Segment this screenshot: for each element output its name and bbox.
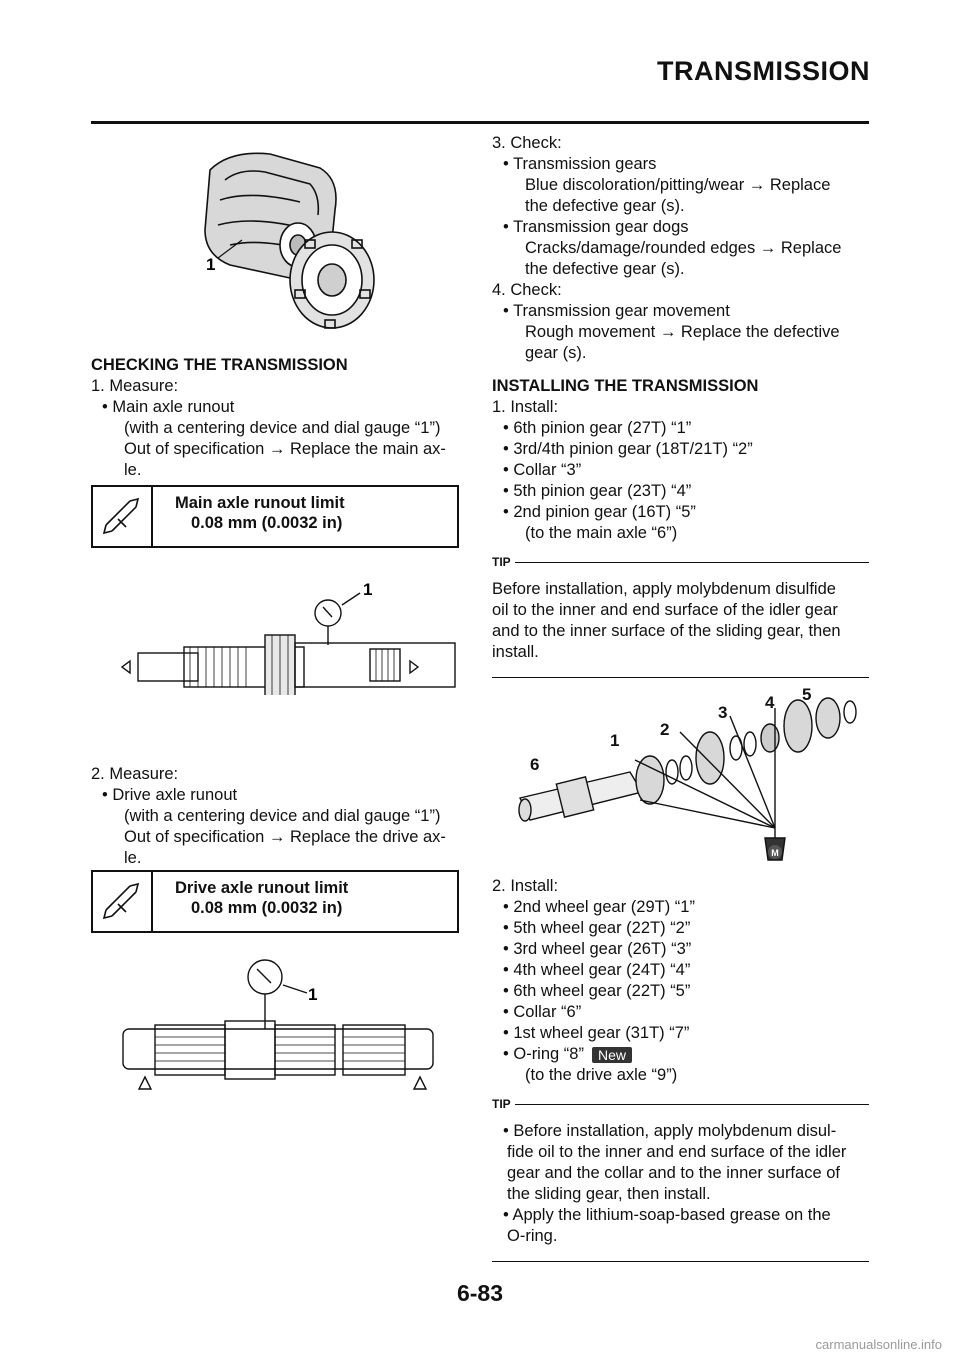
tip-block-2: TIP • Before installation, apply molybde… (492, 1094, 869, 1262)
main-axle-figure: 1 (120, 580, 456, 695)
inst2-item: • 3rd wheel gear (26T) “3” (503, 940, 692, 958)
inst1-item: • 6th pinion gear (27T) “1” (503, 419, 692, 437)
step2-detail1: (with a centering device and dial gauge … (124, 807, 441, 825)
step3-item2-d1: Cracks/damage/rounded edges → Replace (525, 239, 842, 257)
figure4-callout: 5 (802, 685, 811, 704)
left-column: CHECKING THE TRANSMISSION 1. Measure: • … (91, 355, 459, 481)
step3-item1-d1: Blue discoloration/pitting/wear → Replac… (525, 176, 831, 194)
inst2-oring-item: • O-ring “8” New (492, 1044, 869, 1065)
caliper-icon (93, 872, 153, 931)
step3-item2: • Transmission gear dogs (503, 218, 689, 236)
spec-box-main-axle: Main axle runout limit 0.08 mm (0.0032 i… (91, 485, 459, 548)
step1-detail2: Out of specification → Replace the main … (124, 440, 446, 458)
inst2-item: • 4th wheel gear (24T) “4” (503, 961, 691, 979)
inst1-item: • Collar “3” (503, 461, 582, 479)
tip1-line: and to the inner surface of the sliding … (492, 622, 841, 640)
step4-d2: gear (s). (525, 344, 587, 362)
step1-label: 1. Measure: (91, 377, 179, 395)
inst2-item: • 2nd wheel gear (29T) “1” (503, 898, 695, 916)
caliper-icon (93, 487, 153, 546)
step1-item: • Main axle runout (102, 398, 235, 416)
tip-label: TIP (492, 1097, 511, 1111)
shift-drum-figure: 1 (204, 152, 375, 329)
inst1-label: 1. Install: (492, 398, 559, 416)
spec2-value: 0.08 mm (0.0032 in) (191, 899, 343, 917)
step2-item: • Drive axle runout (102, 786, 238, 804)
inst2-item: • Collar “6” (503, 1003, 582, 1021)
inst1-item: • 3rd/4th pinion gear (18T/21T) “2” (503, 440, 753, 458)
figure4-callout: 6 (530, 755, 539, 774)
step3-item1: • Transmission gears (503, 155, 657, 173)
tip2-line: O-ring. (507, 1227, 558, 1245)
tip-label: TIP (492, 555, 511, 569)
tip1-line: oil to the inner and end surface of the … (492, 601, 838, 619)
tip2-line: fide oil to the inner and end surface of… (507, 1143, 847, 1161)
tip2-line: • Apply the lithium-soap-based grease on… (503, 1206, 831, 1224)
drive-axle-figure: 1 (122, 959, 434, 1090)
tip-bottom-rule (492, 1261, 869, 1262)
inst1-note: (to the main axle “6”) (525, 524, 678, 542)
inst2-oring-text: • O-ring “8” (503, 1045, 584, 1063)
inst1-item: • 2nd pinion gear (16T) “5” (503, 503, 696, 521)
step3-label: 3. Check: (492, 134, 562, 152)
step2-label: 2. Measure: (91, 765, 179, 783)
watermark: carmanualsonline.info (815, 1337, 942, 1352)
tip2-line: the sliding gear, then install. (507, 1185, 711, 1203)
pinion-gear-assembly-figure: M 1 2 3 4 5 6 (518, 685, 857, 861)
inst2-item: • 5th wheel gear (22T) “2” (503, 919, 691, 937)
tip-bottom-rule (492, 677, 869, 678)
page-number: 6-83 (456, 1280, 504, 1306)
tip-rule (514, 562, 869, 563)
header-rule (91, 121, 869, 124)
step2-detail2: Out of specification → Replace the drive… (124, 828, 446, 846)
figure4-callout: 2 (660, 720, 669, 739)
tip2-line: • Before installation, apply molybdenum … (503, 1122, 837, 1140)
tip-block-1: TIP Before installation, apply molybdenu… (492, 552, 869, 678)
figure4-callout: 3 (718, 703, 727, 722)
tip2-line: gear and the collar and to the inner sur… (507, 1164, 840, 1182)
inst2-item: • 1st wheel gear (31T) “7” (503, 1024, 690, 1042)
tip1-line: install. (492, 643, 539, 661)
section-installing-heading: INSTALLING THE TRANSMISSION (492, 377, 759, 395)
step4-item: • Transmission gear movement (503, 302, 730, 320)
inst2-item: • 6th wheel gear (22T) “5” (503, 982, 691, 1000)
step3-item1-d2: the defective gear (s). (525, 197, 685, 215)
right-column-install2: 2. Install: • 2nd wheel gear (29T) “1” •… (492, 876, 869, 1262)
step2-detail3: le. (124, 849, 142, 867)
spec1-value: 0.08 mm (0.0032 in) (191, 514, 343, 532)
spec-box-drive-axle: Drive axle runout limit 0.08 mm (0.0032 … (91, 870, 459, 933)
figure1-callout: 1 (206, 255, 215, 274)
molybdenum-oil-icon: M (771, 848, 779, 858)
section-checking-heading: CHECKING THE TRANSMISSION (91, 356, 348, 374)
figure3-callout: 1 (308, 985, 317, 1004)
step1-detail3: le. (124, 461, 142, 479)
figure4-callout: 1 (610, 731, 619, 750)
step4-label: 4. Check: (492, 281, 562, 299)
tip-rule (514, 1104, 869, 1105)
tip1-line: Before installation, apply molybdenum di… (492, 580, 836, 598)
inst2-label: 2. Install: (492, 877, 559, 895)
spec1-title: Main axle runout limit (175, 494, 345, 512)
new-part-badge: New (591, 1046, 632, 1063)
inst1-item: • 5th pinion gear (23T) “4” (503, 482, 692, 500)
step4-d1: Rough movement → Replace the defective (525, 323, 840, 341)
right-column: 3. Check: • Transmission gears Blue disc… (492, 133, 869, 678)
left-column-step2: 2. Measure: • Drive axle runout (with a … (91, 764, 459, 869)
figure2-callout: 1 (363, 580, 372, 599)
figure4-callout: 4 (765, 693, 775, 712)
step3-item2-d2: the defective gear (s). (525, 260, 685, 278)
spec2-title: Drive axle runout limit (175, 879, 349, 897)
step1-detail1: (with a centering device and dial gauge … (124, 419, 441, 437)
page-title: TRANSMISSION (656, 56, 870, 86)
inst2-note: (to the drive axle “9”) (525, 1066, 678, 1084)
